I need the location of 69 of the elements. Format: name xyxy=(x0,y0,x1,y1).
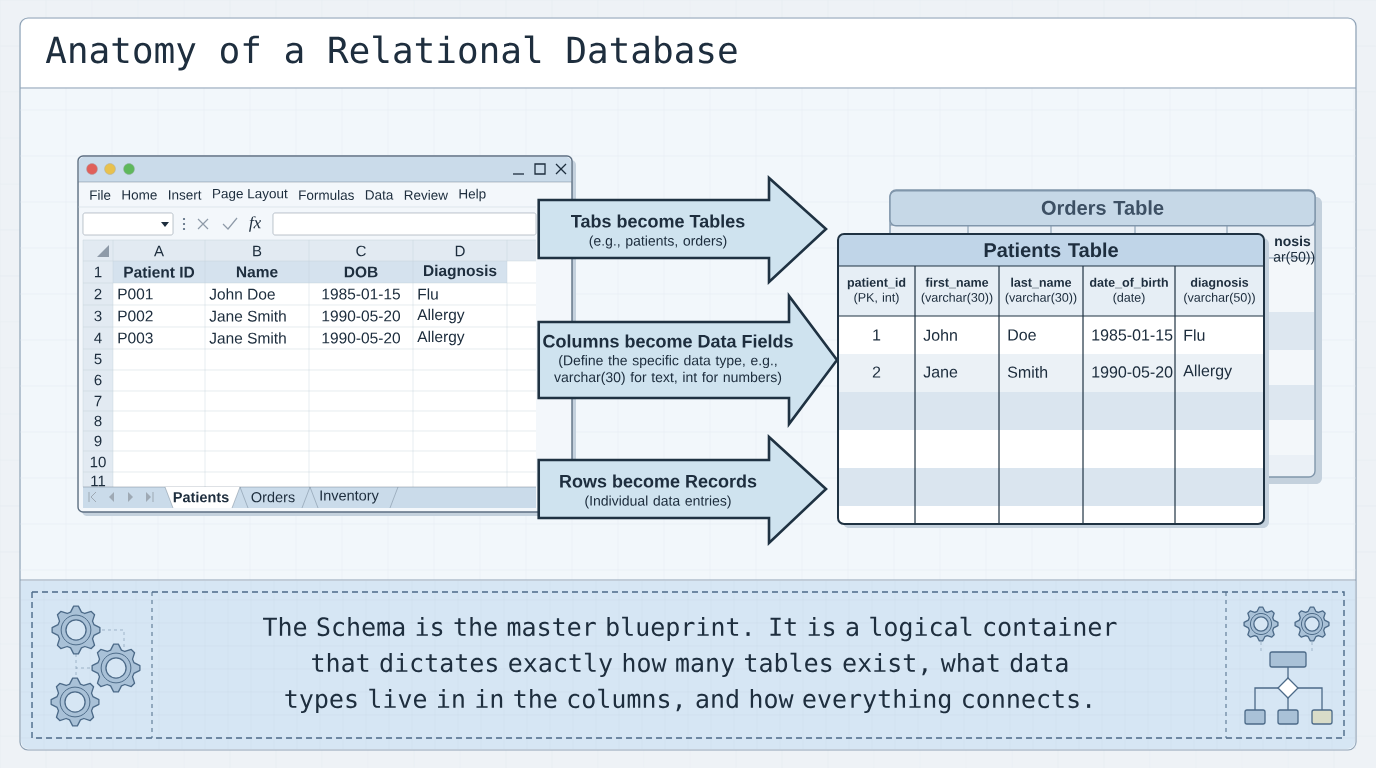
row-number: 9 xyxy=(94,435,102,447)
menu-item: Insert xyxy=(169,190,202,200)
cell-value: Allergy xyxy=(417,308,465,324)
field-heading: first_name (varchar(30)) xyxy=(921,277,993,305)
arrow-caption: (Define the specific data type, e.g., varchar(30) for text, int for numbers) xyxy=(554,355,782,385)
cell-value: 1990-05-20 xyxy=(322,332,401,344)
row-number: 8 xyxy=(94,415,102,427)
menu-item: File xyxy=(90,190,111,200)
field-heading: last_name (varchar(30)) xyxy=(1005,277,1077,305)
table-value: 2 xyxy=(872,366,881,378)
table-value: Flu xyxy=(1184,329,1205,341)
column-heading: Patient ID xyxy=(124,266,195,278)
schema-panel: The Schema is the master blueprint. It is a logical container that dictates exactly how many tables exist, what data types live in in the columns, and how everything connects. xyxy=(19,579,1357,750)
column-heading: Name xyxy=(236,266,278,278)
cell-value: 1985-01-15 xyxy=(322,288,400,300)
row-number: 7 xyxy=(94,395,102,407)
cell-value: P001 xyxy=(118,288,153,300)
menu-item: Data xyxy=(365,190,394,200)
function-label: fx xyxy=(249,216,261,232)
menu-item: Help xyxy=(459,188,486,202)
column-letter: C xyxy=(356,245,366,257)
table-value: 1990-05-20 xyxy=(1092,366,1173,378)
field-heading: date_of_birth (date) xyxy=(1089,277,1168,305)
column-letter: B xyxy=(253,245,262,257)
cell-value: Flu xyxy=(418,288,438,300)
row-number: 3 xyxy=(94,310,102,322)
table-value: 1985-01-15 xyxy=(1092,329,1173,341)
arrow-heading: Columns become Data Fields xyxy=(541,333,795,349)
menu-item: Page Layout xyxy=(213,188,288,202)
table-value: 1 xyxy=(873,329,881,341)
title-band: Anatomy of a Relational Database xyxy=(19,19,1357,89)
row-number: 1 xyxy=(95,266,102,278)
row-number: 10 xyxy=(90,456,106,468)
sheet-tab: Inventory xyxy=(309,486,399,509)
menu-item: Formulas xyxy=(299,190,354,200)
column-letter: D xyxy=(455,245,465,257)
cell-value: Allergy xyxy=(417,330,465,346)
field-heading: diagnosis (varchar(50)) xyxy=(1184,277,1255,305)
arrow-heading: Tabs become Tables xyxy=(569,213,747,229)
row-number: 5 xyxy=(94,353,102,365)
menu-item: Review xyxy=(404,190,448,200)
field-type: ar(50)) xyxy=(1273,251,1315,265)
column-letter: A xyxy=(154,245,164,257)
row-number: 4 xyxy=(94,332,102,344)
cell-value: 1990-05-20 xyxy=(322,310,401,322)
table-header: Orders Table xyxy=(889,190,1316,227)
row-number: 6 xyxy=(94,374,102,386)
arrow-caption: (Individual data entries) xyxy=(585,495,731,509)
column-heading: DOB xyxy=(344,266,378,278)
cell-value: Jane Smith xyxy=(209,332,286,344)
cell-value: P002 xyxy=(118,310,153,322)
cell-value: P003 xyxy=(118,332,153,344)
arrow-caption: (e.g., patients, orders) xyxy=(589,235,727,249)
cell-value: John Doe xyxy=(209,288,275,300)
table-value: Doe xyxy=(1008,329,1036,341)
table-value: John xyxy=(923,329,957,341)
menu-item: Home xyxy=(122,190,157,200)
sheet-tab: Orders xyxy=(239,486,311,509)
cell-value: Jane Smith xyxy=(209,310,286,322)
column-heading: Diagnosis xyxy=(424,264,497,280)
sheet-tab: Patients xyxy=(164,486,241,509)
field-heading: nosis xyxy=(1275,235,1311,247)
arrow-heading: Rows become Records xyxy=(558,473,759,489)
row-number: 2 xyxy=(94,288,102,300)
field-heading: patient_id (PK, int) xyxy=(847,277,906,305)
table-value: Allergy xyxy=(1183,364,1233,380)
table-value: Smith xyxy=(1007,366,1048,378)
row-number: 11 xyxy=(91,475,106,487)
table-value: Jane xyxy=(923,366,958,378)
